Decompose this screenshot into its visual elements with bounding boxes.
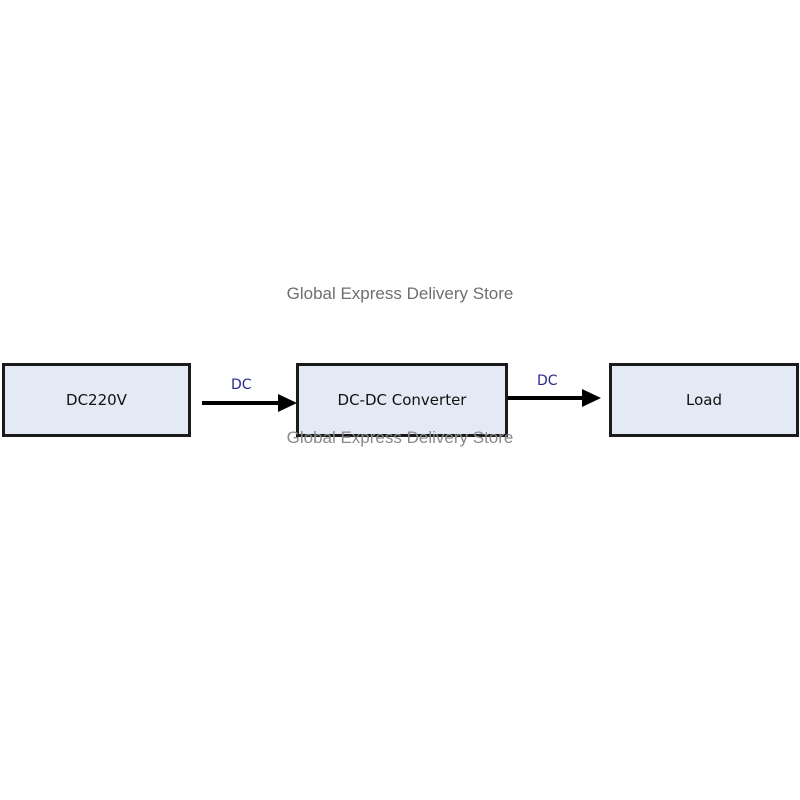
arrow-source-to-converter	[202, 394, 297, 412]
dc-dc-converter-block: DC-DC Converter	[296, 363, 508, 437]
watermark-text-top: Global Express Delivery Store	[286, 284, 514, 303]
block-label-converter: DC-DC Converter	[337, 391, 467, 409]
block-label-load: Load	[686, 391, 722, 409]
dc220v-source-block: DC220V	[2, 363, 191, 437]
load-block: Load	[609, 363, 799, 437]
edge-label-dc-1: DC	[231, 377, 252, 393]
block-label-source: DC220V	[66, 391, 127, 409]
arrow-converter-to-load	[508, 389, 601, 407]
edge-label-dc-2: DC	[537, 373, 558, 389]
watermark-text-overlay: Global Express Delivery Store	[286, 428, 514, 447]
